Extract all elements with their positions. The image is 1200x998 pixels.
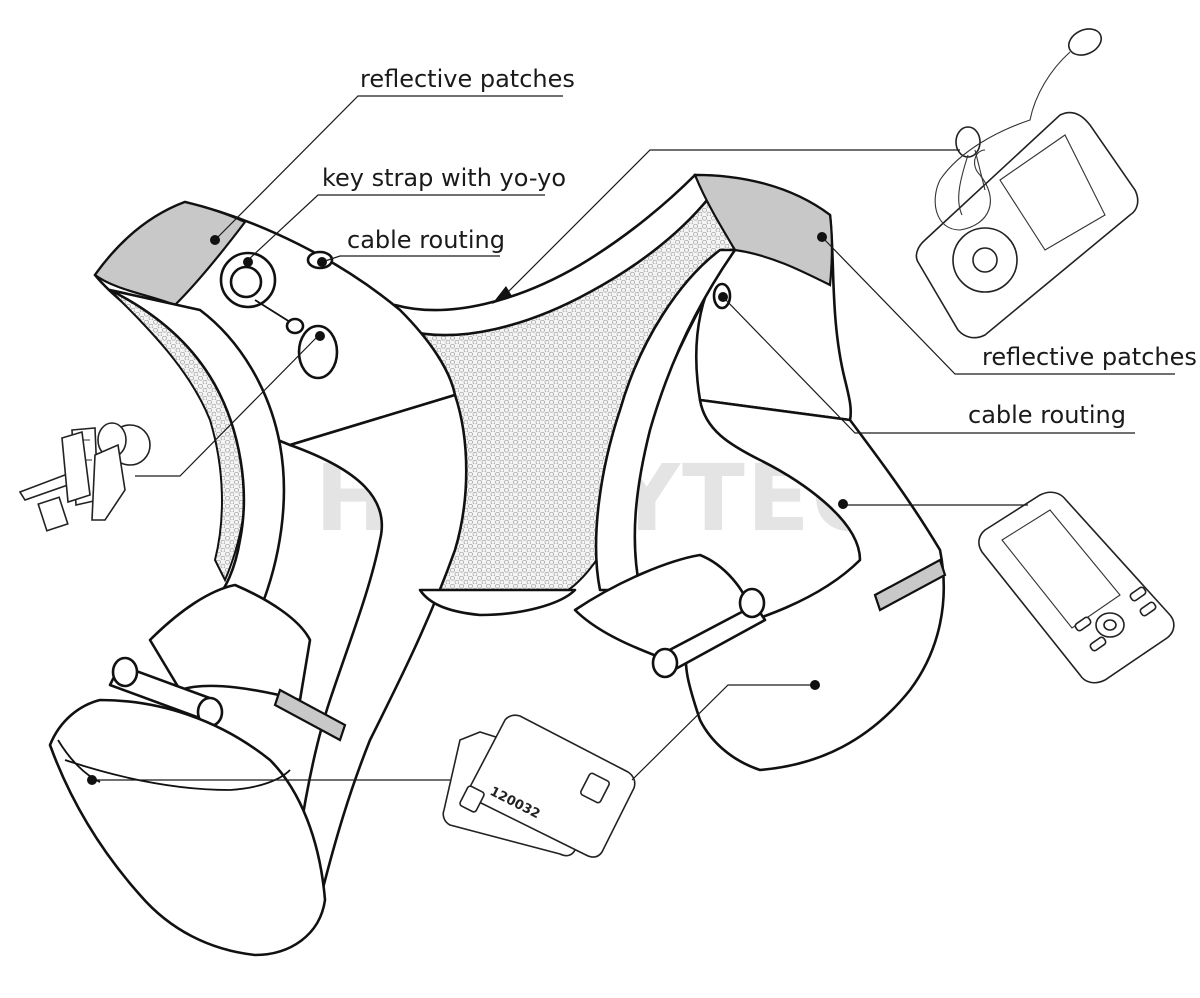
right-arm-loop [594, 248, 737, 592]
left-buckle-band [148, 583, 312, 702]
label-reflective-patches-left: reflective patches [360, 65, 575, 93]
left-lower-stripe [273, 688, 347, 742]
right-reflective-patch [693, 173, 833, 287]
harness [48, 173, 947, 957]
center-bottom-strap [418, 588, 577, 617]
label-key-strap: key strap with yo-yo [322, 164, 566, 192]
mp3-player-icon [915, 111, 1139, 339]
earphones-icon [934, 28, 1103, 231]
credit-cards-icon: 120032 [442, 714, 636, 858]
left-buckle-ring-outer [111, 656, 139, 688]
right-lower-stripe [873, 558, 947, 612]
yo-yo-inner [229, 265, 263, 299]
yo-yo-cord [254, 299, 291, 323]
leader-lines [87, 95, 1175, 785]
mobile-phone-icon [978, 491, 1175, 684]
right-buckle-ring-inner [738, 587, 766, 619]
label-cable-routing-right: cable routing [968, 401, 1126, 429]
key-ring-small [285, 317, 305, 335]
key-ring-large [297, 324, 339, 380]
usb-stick-icon [37, 430, 91, 532]
left-reflective-patch [93, 200, 247, 307]
left-pocket-pouch [48, 698, 327, 957]
right-buckle-ring-outer [651, 647, 679, 679]
label-reflective-patches-right: reflective patches [982, 343, 1197, 371]
label-cable-routing-left: cable routing [347, 226, 505, 254]
